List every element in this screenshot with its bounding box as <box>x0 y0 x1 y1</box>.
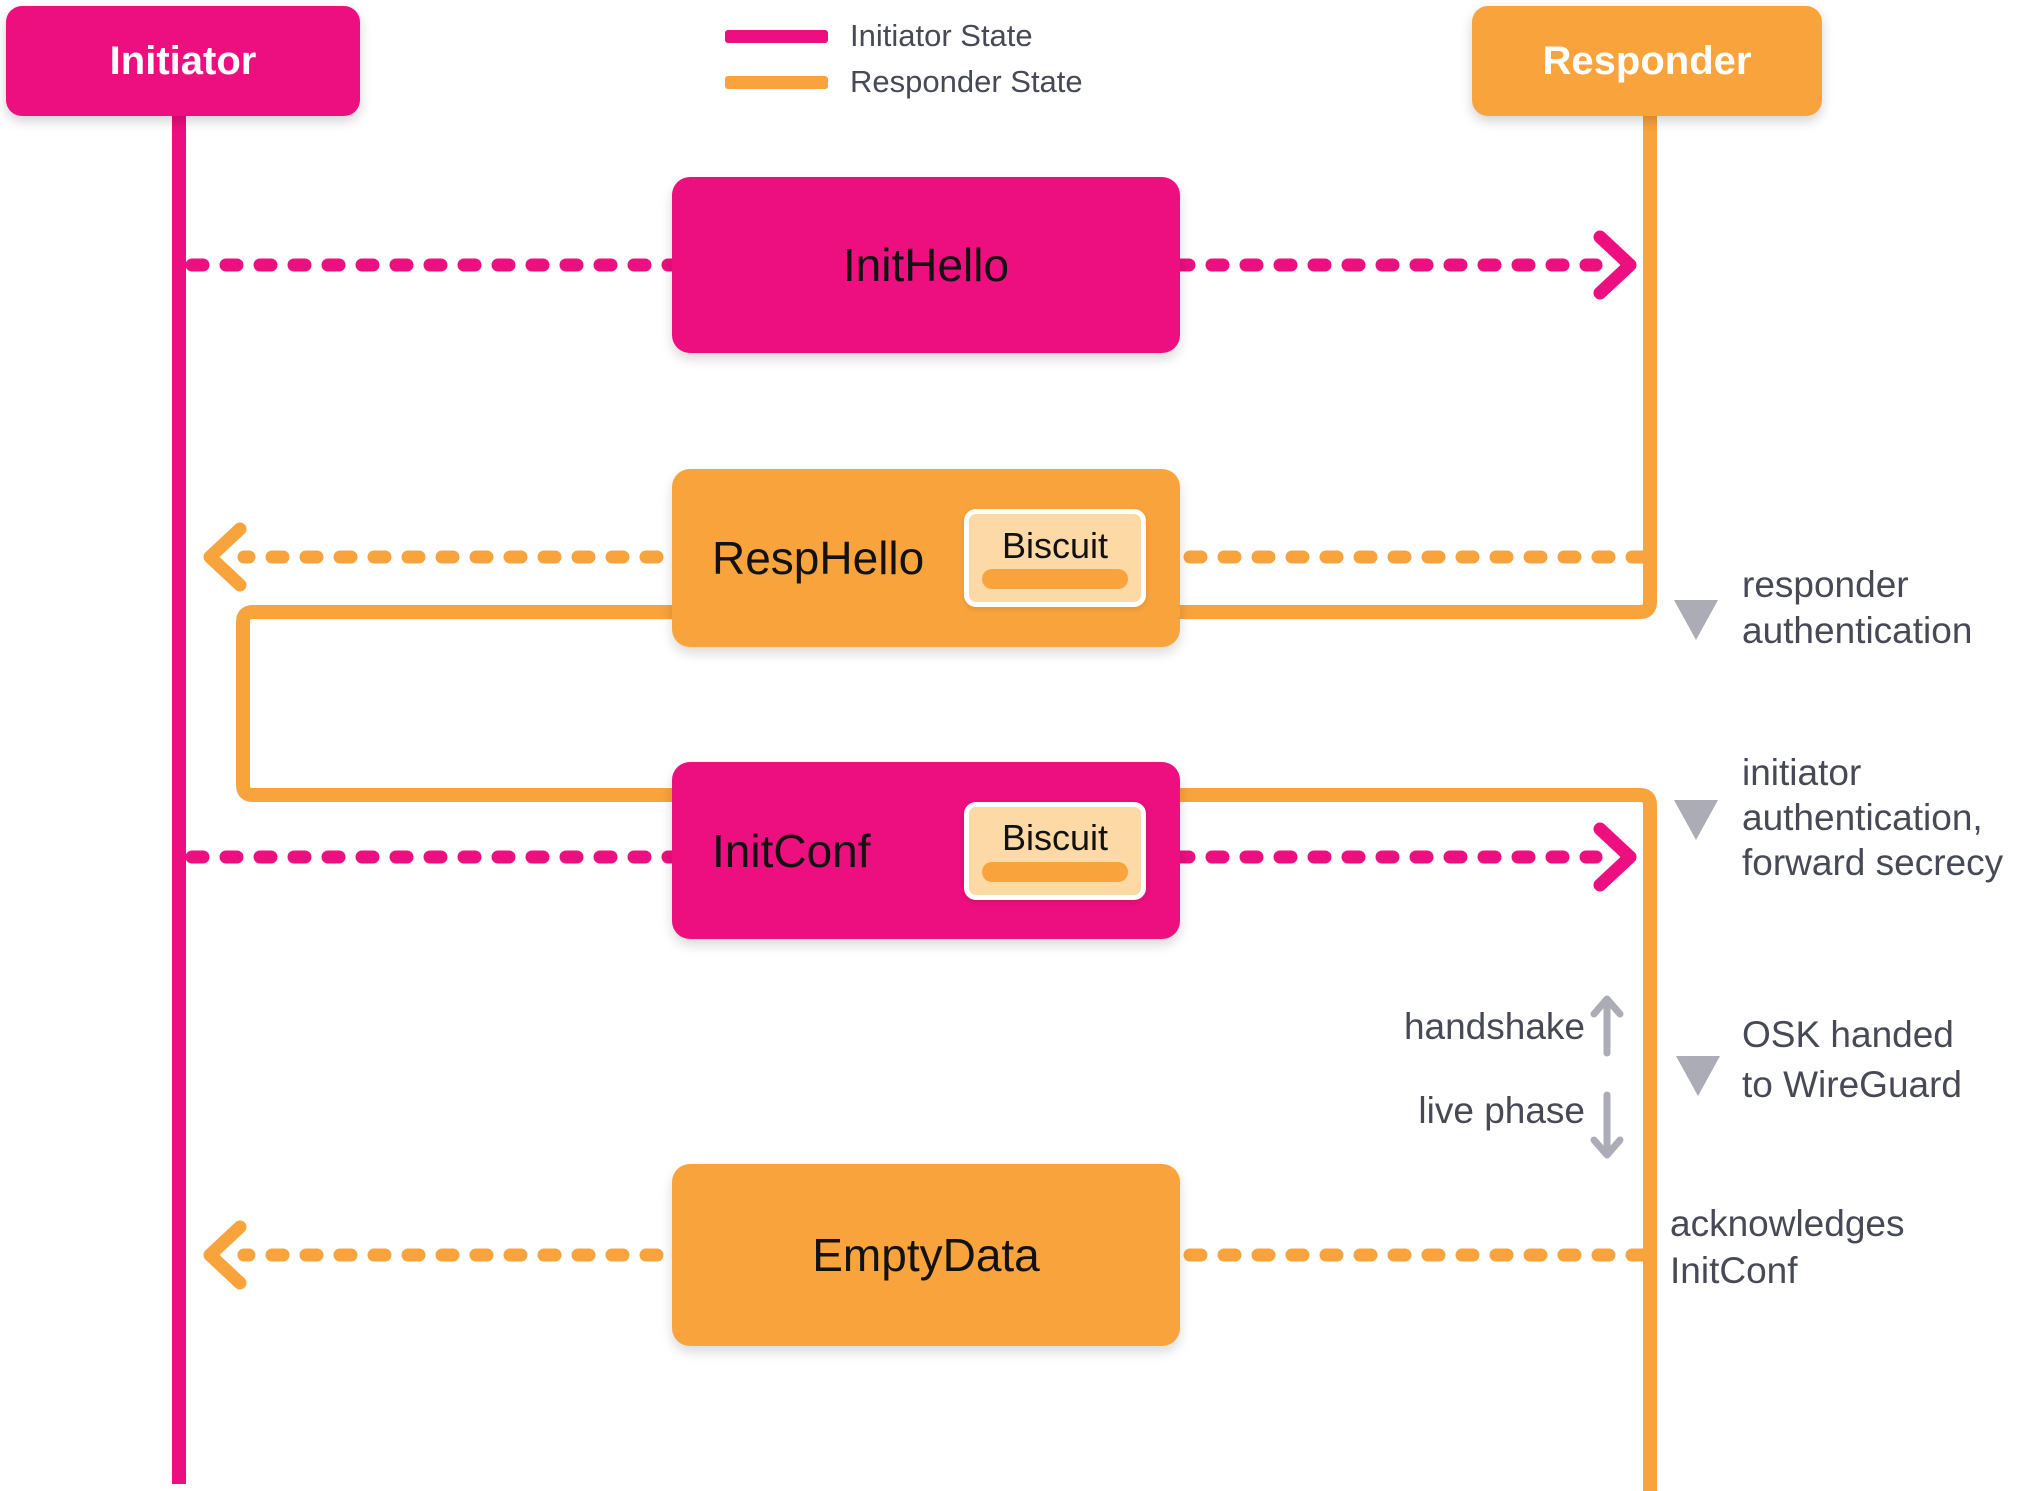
annotation-line: to WireGuard <box>1742 1064 1963 1105</box>
message-box-inithello: InitHello <box>672 177 1180 353</box>
biscuit-badge: Biscuit <box>964 801 1146 900</box>
responder-state-swatch <box>725 75 828 89</box>
initiator-actor-box: Initiator <box>6 6 360 116</box>
legend-label: Initiator State <box>850 18 1033 53</box>
emptydata-arrowhead-icon <box>203 1220 247 1290</box>
phase-label-handshake: handshake <box>1403 1006 1585 1047</box>
inithello-arrowhead-icon <box>1593 230 1637 300</box>
initiator-state-swatch <box>725 29 828 43</box>
annotation-responder-authentication: responder authentication <box>1742 562 1972 654</box>
message-label: RespHello <box>712 532 925 584</box>
legend-item-initiator-state: Initiator State <box>725 18 1033 54</box>
annotation-line: authentication <box>1742 610 1973 651</box>
arrow-down-icon <box>1590 1091 1624 1159</box>
biscuit-bar <box>982 861 1128 882</box>
responder-actor-label: Responder <box>1542 38 1752 83</box>
annotation-line: OSK handed <box>1742 1014 1954 1055</box>
message-box-resphello: RespHello Biscuit <box>672 469 1180 647</box>
triangle-down-icon <box>1674 600 1718 640</box>
triangle-down-icon <box>1676 1056 1720 1096</box>
phase-label-live-phase: live phase <box>1418 1090 1585 1131</box>
initiator-actor-label: Initiator <box>109 38 257 83</box>
triangle-down-icon <box>1674 800 1718 840</box>
message-label: InitConf <box>712 824 871 877</box>
arrow-up-icon <box>1590 995 1624 1057</box>
annotation-line: responder <box>1742 564 1909 605</box>
annotation-line: initiator <box>1742 752 1862 793</box>
annotation-initiator-authentication: initiator authentication, forward secrec… <box>1742 750 2003 885</box>
responder-state-path <box>236 100 1657 1491</box>
annotation-line: authentication, <box>1742 797 1983 838</box>
message-label: InitHello <box>842 239 1010 291</box>
message-box-emptydata: EmptyData <box>672 1164 1180 1346</box>
legend-item-responder-state: Responder State <box>725 64 1083 100</box>
biscuit-label: Biscuit <box>1001 524 1109 566</box>
message-box-initconf: InitConf Biscuit <box>672 762 1180 939</box>
legend-label: Responder State <box>850 64 1083 99</box>
annotation-line: forward secrecy <box>1742 842 2004 883</box>
biscuit-badge: Biscuit <box>964 509 1146 607</box>
biscuit-bar <box>982 569 1128 590</box>
message-label: EmptyData <box>812 1229 1040 1281</box>
responder-actor-box: Responder <box>1472 6 1822 116</box>
initconf-arrowhead-icon <box>1593 822 1637 892</box>
annotation-acknowledges-initconf: acknowledges InitConf <box>1670 1200 1904 1294</box>
annotation-line: acknowledges <box>1670 1203 1905 1244</box>
resphello-arrowhead-icon <box>203 522 247 592</box>
annotation-osk-handed-to-wireguard: OSK handed to WireGuard <box>1742 1010 1962 1110</box>
biscuit-label: Biscuit <box>1001 817 1109 859</box>
annotation-line: InitConf <box>1670 1250 1798 1291</box>
